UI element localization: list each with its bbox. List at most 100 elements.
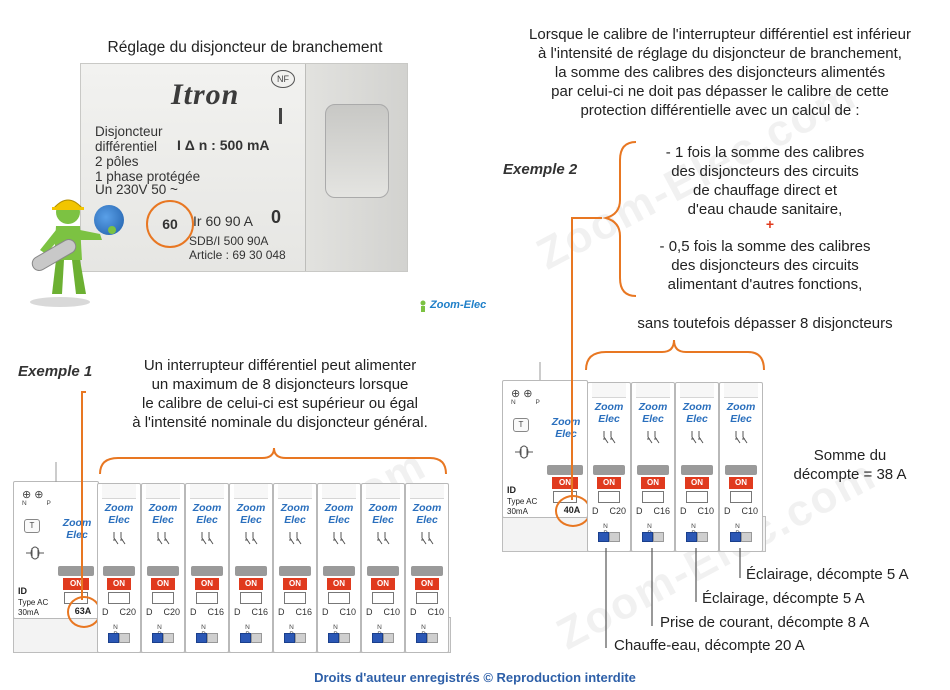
differential-symbol-icon [515, 445, 533, 459]
on-indicator: ON [685, 477, 709, 489]
breaker-curve: D [190, 607, 197, 617]
setting-range: Ir 60 90 A [193, 213, 253, 229]
module-top [278, 484, 312, 499]
id-title: ID [18, 586, 27, 596]
position-marker [279, 108, 282, 124]
breaker-rating: C20 [163, 607, 180, 617]
nf-mark: NF [271, 70, 295, 88]
differential-symbol-icon [26, 546, 44, 560]
breaker-lever [681, 465, 713, 475]
breaker-symbol-icon [157, 532, 170, 545]
sum-text: Somme du décompte = 38 A [780, 446, 920, 484]
status-window [416, 592, 438, 604]
breaker-rating: C10 [427, 607, 444, 617]
terminals [152, 633, 174, 643]
breaker-symbol-icon [691, 431, 704, 444]
terminals [372, 633, 394, 643]
id-sensitivity: 30mA [507, 507, 528, 516]
rule1-line: - 1 fois la somme des calibres [665, 144, 865, 161]
status-window [108, 592, 130, 604]
module-top [190, 484, 224, 499]
status-window [152, 592, 174, 604]
intro-line: par celui-ci ne doit pas dépasser le cal… [551, 83, 889, 100]
circuit-label: Prise de courant, décompte 8 A [660, 614, 870, 631]
breaker-rating: C16 [295, 607, 312, 617]
breaker-rating: C10 [697, 506, 714, 516]
neutral-terminal [196, 633, 207, 643]
breaker-symbol-icon [289, 532, 302, 545]
status-window [240, 592, 262, 604]
rule1: - 1 fois la somme des calibres des disjo… [630, 143, 900, 219]
setting-callout: 60 [146, 200, 194, 248]
breaker-lever [235, 566, 267, 576]
neutral-terminal [284, 633, 295, 643]
phase-terminal [653, 532, 664, 542]
np-label: N P [511, 399, 549, 406]
breaker-lever [323, 566, 355, 576]
rule2-line: alimentant d'autres fonctions, [667, 276, 863, 293]
breaker-curve: D [102, 607, 109, 617]
on-indicator: ON [729, 477, 753, 489]
rule1-line: d'eau chaude sanitaire, [687, 201, 843, 218]
phase-terminal [609, 532, 620, 542]
id-lever [58, 566, 94, 576]
status-window [642, 491, 664, 503]
terminals [240, 633, 262, 643]
breaker-lever [593, 465, 625, 475]
example1-text: Un interrupteur différentiel peut alimen… [100, 356, 460, 432]
id-rating-callout [67, 596, 101, 628]
breaker-lever [367, 566, 399, 576]
breaker-lever [637, 465, 669, 475]
breaker-symbol-icon [377, 532, 390, 545]
phase-terminal [207, 633, 218, 643]
breaker-curve: D [592, 506, 599, 516]
breaker-symbol-icon [113, 532, 126, 545]
breaker-lever [147, 566, 179, 576]
rule2: - 0,5 fois la somme des calibres des dis… [630, 237, 900, 294]
breaker-lever [411, 566, 443, 576]
status-window [598, 491, 620, 503]
phase-terminal [427, 633, 438, 643]
terminals [284, 633, 306, 643]
breaker-symbol-icon [735, 431, 748, 444]
breaker-rating: C16 [653, 506, 670, 516]
breaker-lever [103, 566, 135, 576]
status-window [686, 491, 708, 503]
on-indicator: ON [107, 578, 131, 590]
example1-line: un maximum de 8 disjoncteurs lorsque [151, 376, 409, 393]
neutral-terminal [240, 633, 251, 643]
neutral-terminal [152, 633, 163, 643]
status-window [730, 491, 752, 503]
breaker-handle [325, 104, 389, 198]
phase-terminal [119, 633, 130, 643]
breaker-curve: D [636, 506, 643, 516]
photo-line-2: différentiel [95, 139, 158, 154]
sum-line: décompte = 38 A [793, 466, 907, 483]
terminals [108, 633, 130, 643]
rule2-line: des disjoncteurs des circuits [671, 257, 859, 274]
on-indicator: ON [195, 578, 219, 590]
article-text: Article : 69 30 048 [189, 248, 286, 262]
phase-terminal [741, 532, 752, 542]
on-indicator: ON [151, 578, 175, 590]
on-indicator: ON [597, 477, 621, 489]
neutral-terminal [108, 633, 119, 643]
breaker-rating-row: D C16 [636, 503, 670, 519]
breaker-lever [279, 566, 311, 576]
circuit-label: Éclairage, décompte 5 A [746, 566, 909, 583]
module-top [724, 383, 758, 398]
id-rating-callout [555, 495, 591, 527]
